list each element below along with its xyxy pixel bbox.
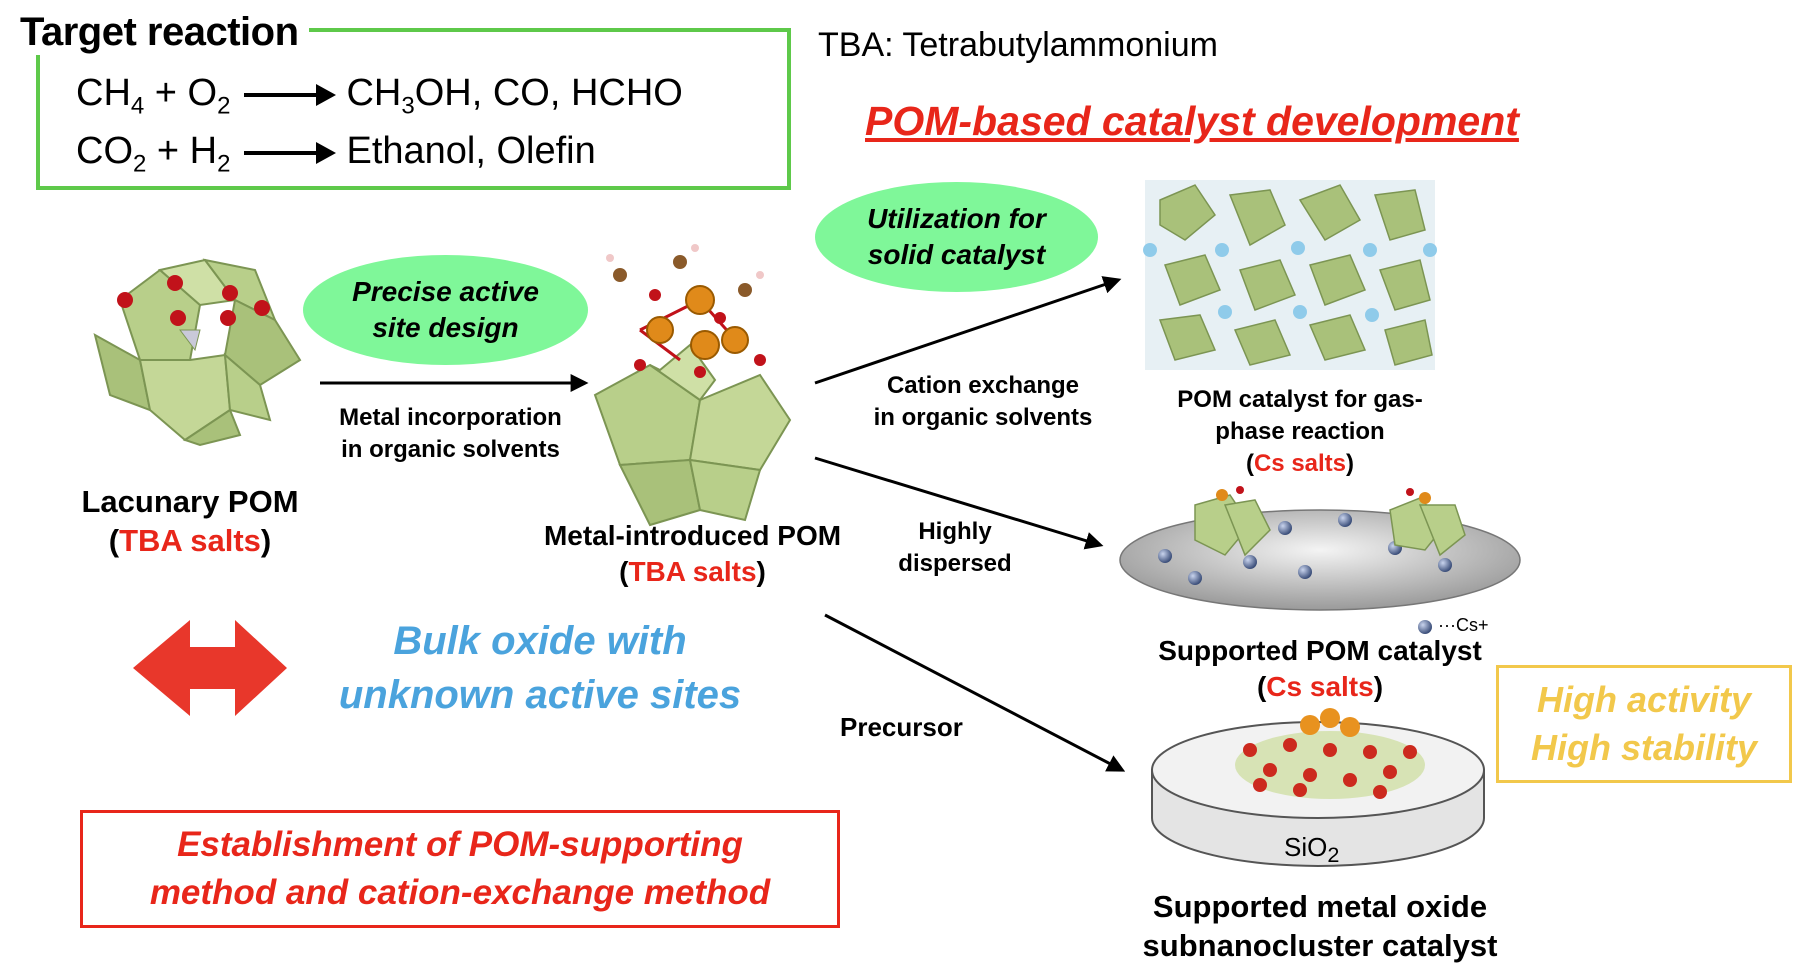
metal-introduced-pom-structure	[593, 244, 792, 527]
ellipse-utilization-line1: Utilization for	[867, 203, 1046, 234]
cs-legend-ball	[1418, 620, 1432, 634]
metal-introduced-name: Metal-introduced POM	[543, 520, 842, 551]
metal-introduced-label: Metal-introduced POM(TBA salts)	[543, 520, 842, 587]
reaction-arrow-icon	[244, 83, 337, 106]
supported-pom-label: Supported POM catalyst(Cs salts)	[1158, 635, 1482, 702]
reaction-arrow-icon	[244, 141, 337, 164]
metal-introduced-salt: TBA salts	[628, 556, 757, 587]
headline: POM-based catalyst development	[865, 98, 1519, 144]
cs-legend-text: ···Cs+	[1438, 615, 1489, 635]
precursor-label: Precursor	[840, 712, 963, 742]
lacunary-label: Lacunary POM(TBA salts)	[81, 484, 299, 558]
ellipse-utilization-line2: solid catalyst	[867, 239, 1046, 270]
supported-pom-plate	[1119, 486, 1521, 634]
arrow-highly-dispersed	[814, 456, 1104, 550]
ellipse-precise-line2: site design	[372, 312, 519, 343]
supported-pom-name: Supported POM catalyst	[1158, 635, 1482, 666]
sio2-support-disc	[1151, 708, 1485, 867]
double-red-arrow	[133, 620, 287, 716]
target-reaction-title: Target reaction	[20, 10, 309, 55]
tba-definition: TBA: Tetrabutylammonium	[818, 26, 1218, 64]
ellipse-solid-catalyst: Utilization for solid catalyst	[815, 182, 1098, 292]
arrow-precursor	[824, 613, 1126, 772]
lacunary-salt: TBA salts	[119, 523, 261, 558]
target-reaction-box	[36, 28, 791, 190]
lacunary-name: Lacunary POM	[81, 484, 299, 519]
gas-phase-pom-solid-image	[1143, 180, 1437, 370]
supported-pom-salt: Cs salts	[1266, 671, 1374, 702]
ellipse-precise-design: Precise active site design	[303, 255, 588, 365]
sio2-label: SiO2	[1284, 832, 1340, 868]
ellipse-precise-line1: Precise active	[352, 276, 539, 307]
arrow-cation-exchange	[814, 276, 1122, 385]
lacunary-pom-structure	[93, 258, 302, 447]
gas-phase-catalyst-label: POM catalyst for gas-phase reaction(Cs s…	[1177, 386, 1423, 477]
